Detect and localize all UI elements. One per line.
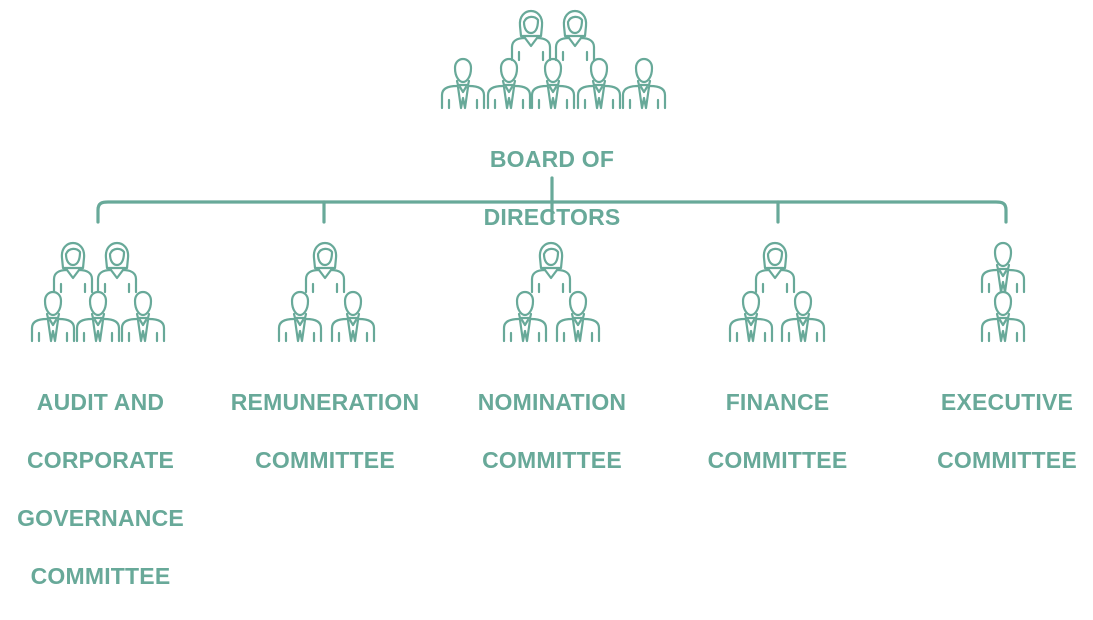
people-icons: [30, 10, 1026, 343]
committee-2-man-icon-2: [330, 290, 376, 343]
committee-2-man-icon-1: [277, 290, 323, 343]
finance-label-line-1: FINANCE: [725, 389, 830, 415]
committee-5-man-icon-1: [980, 241, 1026, 294]
audit-label-line-3: GOVERNANCE: [17, 505, 184, 531]
committee-1-man-icon-3: [120, 290, 166, 343]
finance-committee-label: FINANCE COMMITTEE: [690, 359, 865, 504]
committee-branch-line: [96, 200, 1008, 224]
board-of-directors-label: BOARD OF DIRECTORS: [452, 116, 652, 261]
board-man-icon-1: [440, 57, 486, 110]
committee-4-man-icon-1: [728, 290, 774, 343]
audit-label-line-1: AUDIT AND: [36, 389, 165, 415]
board-man-icon-2: [486, 57, 532, 110]
committee-3-woman-icon-1: [530, 242, 572, 294]
committee-1-man-icon-1: [30, 290, 76, 343]
board-woman-icon-1: [510, 10, 552, 62]
remuneration-label-line-1: REMUNERATION: [230, 389, 420, 415]
board-label-line-2: DIRECTORS: [483, 204, 621, 230]
audit-committee-label: AUDIT AND CORPORATE GOVERNANCE COMMITTEE: [8, 359, 193, 620]
nomination-label-line-1: NOMINATION: [477, 389, 627, 415]
executive-label-line-1: EXECUTIVE: [940, 389, 1074, 415]
audit-label-line-2: CORPORATE: [26, 447, 175, 473]
connector-lines: [96, 176, 1008, 224]
executive-label-line-2: COMMITTEE: [937, 447, 1077, 473]
board-woman-icon-2: [554, 10, 596, 62]
nomination-committee-label: NOMINATION COMMITTEE: [452, 359, 652, 504]
committee-1-man-icon-2: [75, 290, 121, 343]
board-man-icon-3: [530, 57, 576, 110]
committee-1-woman-icon-1: [52, 242, 94, 294]
remuneration-committee-label: REMUNERATION COMMITTEE: [215, 359, 435, 504]
board-man-icon-4: [576, 57, 622, 110]
committee-2-woman-icon-1: [304, 242, 346, 294]
committee-1-woman-icon-2: [96, 242, 138, 294]
org-chart-graphics: [30, 10, 1026, 343]
committee-5-man-icon-2: [980, 290, 1026, 343]
board-man-icon-5: [621, 57, 667, 110]
nomination-label-line-2: COMMITTEE: [482, 447, 622, 473]
audit-label-line-4: COMMITTEE: [30, 563, 171, 589]
board-label-line-1: BOARD OF: [489, 146, 615, 172]
org-chart: BOARD OF DIRECTORS AUDIT AND CORPORATE G…: [17, 10, 1077, 589]
committee-3-man-icon-2: [555, 290, 601, 343]
remuneration-label-line-2: COMMITTEE: [255, 447, 395, 473]
finance-label-line-2: COMMITTEE: [707, 447, 848, 473]
committee-4-woman-icon-1: [754, 242, 796, 294]
committee-3-man-icon-1: [502, 290, 548, 343]
executive-committee-label: EXECUTIVE COMMITTEE: [923, 359, 1091, 504]
committee-4-man-icon-2: [780, 290, 826, 343]
